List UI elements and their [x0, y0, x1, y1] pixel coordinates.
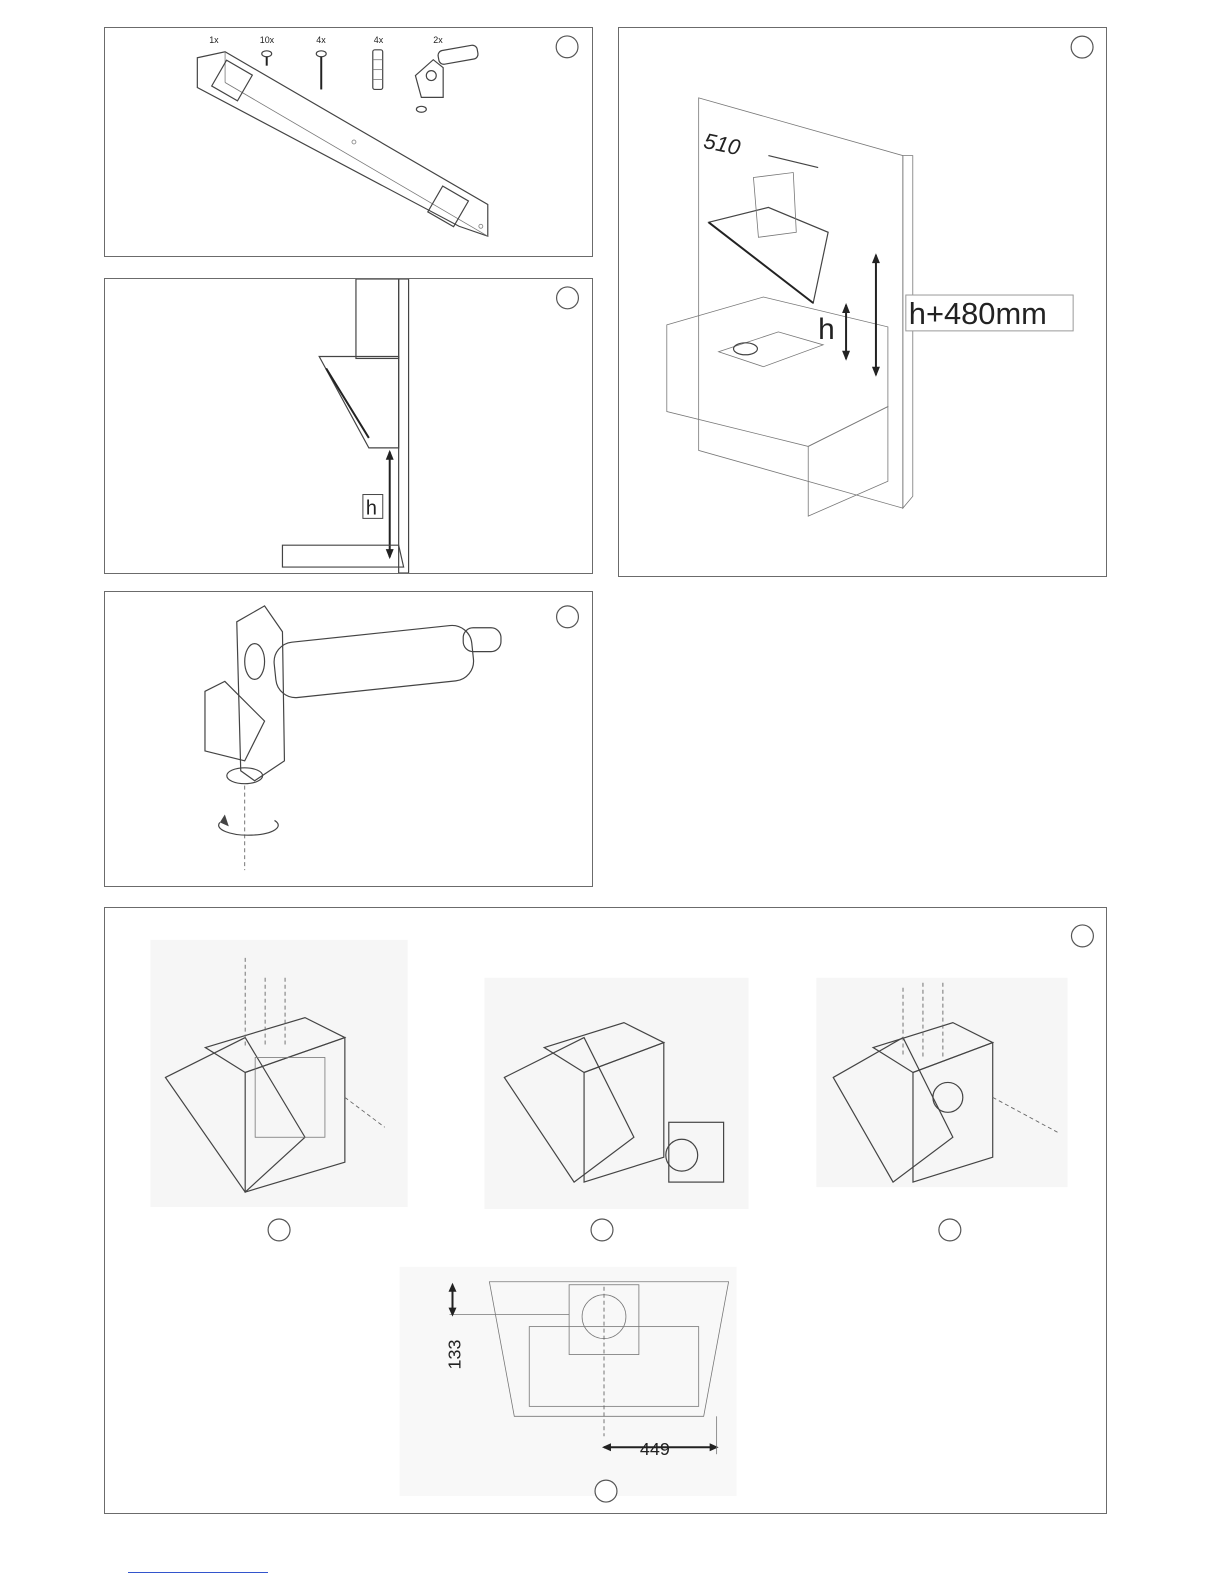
long-screw-icon: [316, 51, 326, 90]
view-c-background: [816, 978, 1067, 1187]
width-label: 510: [702, 128, 743, 160]
qty-bracket: 1x: [209, 35, 219, 45]
qty-screws-long: 4x: [316, 35, 326, 45]
qty-screws-small: 10x: [260, 35, 275, 45]
wall-hook-icon: [205, 606, 501, 784]
panel-installation: 133 449: [104, 907, 1107, 1514]
width-label: 449: [640, 1439, 670, 1459]
step-number-circle: [557, 606, 579, 628]
depth-label: 133: [444, 1340, 464, 1370]
view-c-number-circle: [939, 1219, 961, 1241]
small-screw-icon: [262, 51, 272, 66]
view-b-number-circle: [591, 1219, 613, 1241]
footer-link-underline[interactable]: [128, 1572, 268, 1573]
step-number-circle: [1071, 925, 1093, 947]
view-a-number-circle: [268, 1219, 290, 1241]
mounting-rail-icon: [197, 52, 487, 236]
qty-wall-plugs: 4x: [374, 35, 384, 45]
panel-wall-layout: 510 h+480mm h: [618, 27, 1107, 577]
hook-icon: [415, 44, 478, 112]
parts-illustration: 1x 10x 4x 4x 2x: [105, 28, 592, 256]
hook-detail-illustration: [105, 592, 592, 886]
qty-hooks: 2x: [433, 35, 443, 45]
step-number-circle: [1071, 36, 1093, 58]
panel-side-view: h: [104, 278, 593, 574]
wall-plug-icon: [373, 50, 383, 90]
h-label: h: [818, 313, 835, 346]
side-view-illustration: h: [105, 279, 592, 573]
height-label: h+480mm: [909, 296, 1047, 331]
step-number-circle: [556, 36, 578, 58]
h-label: h: [366, 497, 377, 519]
view-a-background: [151, 940, 408, 1207]
dimension-number-circle: [595, 1480, 617, 1502]
panel-parts: 1x 10x 4x 4x 2x: [104, 27, 593, 257]
wall-layout-illustration: 510 h+480mm h: [619, 28, 1106, 576]
dimension-drawing: 133 449: [400, 1267, 737, 1496]
panel-hook-detail: [104, 591, 593, 887]
rotate-arrow-icon: [219, 820, 279, 835]
installation-illustration: 133 449: [105, 908, 1106, 1513]
step-number-circle: [557, 287, 579, 309]
view-b-background: [484, 978, 748, 1209]
